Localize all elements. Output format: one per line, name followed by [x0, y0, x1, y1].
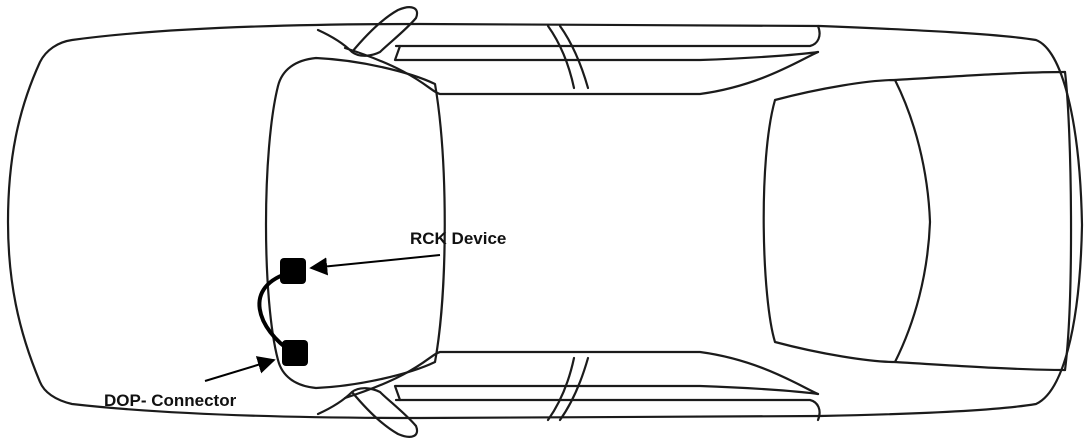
windshield [264, 56, 446, 390]
side-mirror-top [316, 6, 419, 57]
top-door-pillar-1 [558, 24, 590, 90]
dop-connector-box [282, 340, 308, 366]
dop-connector-arrow [204, 356, 276, 382]
connecting-cable [257, 270, 294, 354]
trunk-line-bottom [893, 360, 1067, 372]
rck-device-arrow [309, 254, 441, 276]
rck-device-box [280, 258, 306, 284]
rear-window-glass [762, 78, 932, 364]
car-body-outline [6, 22, 1084, 420]
top-side-windows [343, 24, 821, 96]
bottom-window-inner [394, 398, 821, 422]
top-window-outer [343, 46, 820, 96]
bottom-window-frame [393, 384, 820, 402]
bottom-door-pillar-2 [546, 356, 576, 422]
top-window-frame [393, 44, 820, 62]
top-door-pillar-2 [546, 24, 576, 90]
side-mirror-bottom [316, 387, 419, 438]
bottom-side-windows [343, 350, 821, 422]
rck-device-label: RCK Device [410, 229, 506, 248]
trunk-line-top [893, 70, 1067, 82]
car-outline [6, 22, 1084, 420]
rear-window [762, 70, 1067, 372]
top-window-inner [394, 24, 821, 48]
rear-bumper-seam [1063, 70, 1073, 372]
bottom-window-outer [343, 350, 820, 400]
bottom-door-pillar-1 [558, 356, 590, 422]
dop-connector-label: DOP- Connector [104, 391, 237, 410]
